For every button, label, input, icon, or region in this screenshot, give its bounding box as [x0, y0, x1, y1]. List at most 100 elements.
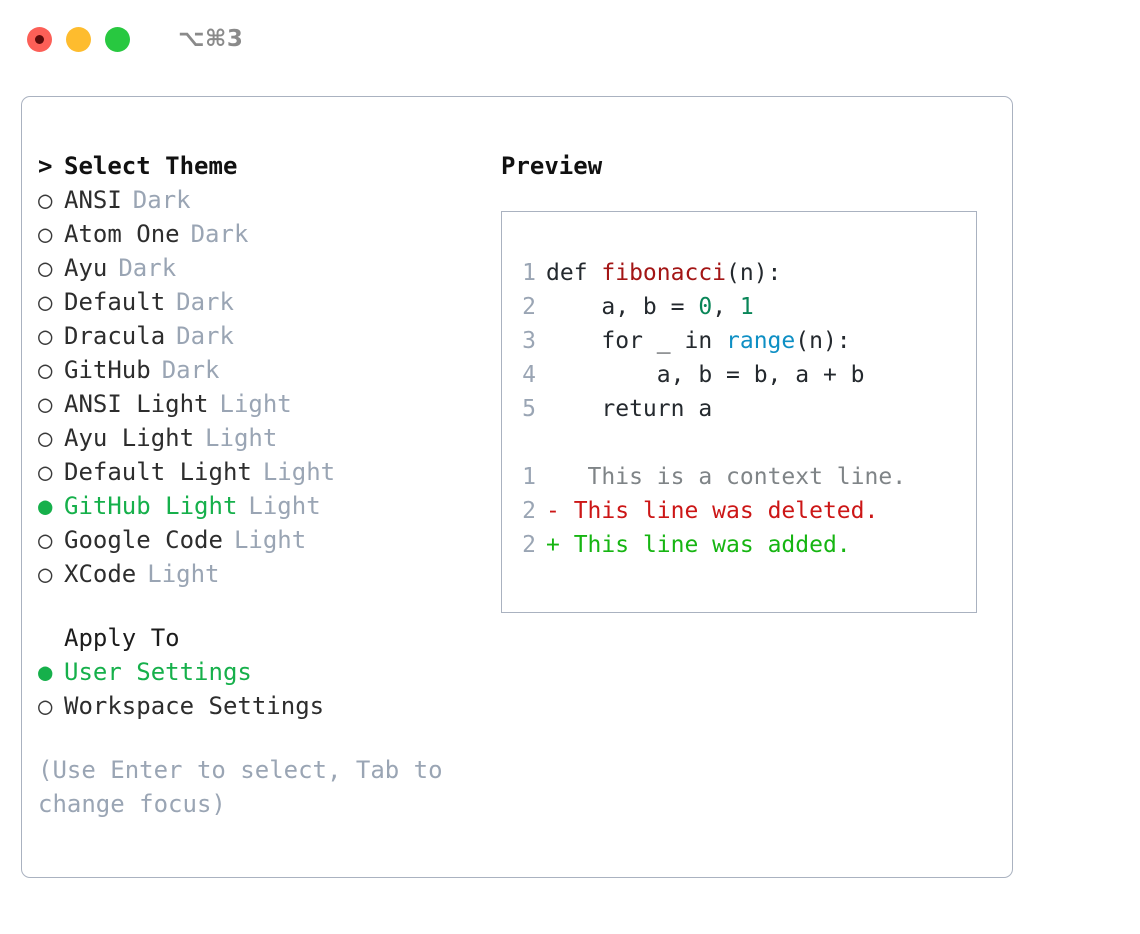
theme-item-tag: Dark — [118, 254, 177, 282]
radio-unselected-icon: ○ — [38, 526, 53, 554]
code-token: a, b = b, a + b — [546, 362, 865, 388]
code-line-text: a, b = 0, 1 — [546, 290, 754, 324]
theme-item-tag: Dark — [132, 186, 191, 214]
radio-unselected-icon: ○ — [38, 692, 53, 720]
select-theme-heading-label: Select Theme — [64, 152, 238, 180]
theme-item-tag: Dark — [161, 356, 220, 384]
apply-to-item-user-settings[interactable]: ● User Settings — [38, 655, 488, 689]
theme-item-label: Ayu Light — [64, 424, 195, 452]
theme-item-tag: Light — [219, 390, 292, 418]
theme-item-default-light[interactable]: ○ Default Light Light — [38, 455, 488, 489]
code-token: 0 — [698, 294, 713, 320]
theme-item-label: GitHub Light — [64, 492, 238, 520]
diff-line: 2- This line was deleted. — [502, 494, 976, 528]
code-token: def — [546, 260, 602, 286]
theme-item-tag: Light — [205, 424, 278, 452]
theme-item-tag: Dark — [190, 220, 249, 248]
code-diff-separator — [502, 426, 976, 460]
theme-item-github-light[interactable]: ● GitHub Light Light — [38, 489, 488, 523]
theme-item-label: Atom One — [64, 220, 180, 248]
radio-unselected-icon: ○ — [38, 186, 53, 214]
code-line: 4 a, b = b, a + b — [502, 358, 976, 392]
diff-line-number: 1 — [522, 464, 536, 490]
code-line: 5 return a — [502, 392, 976, 426]
diff-line-text: This line was added. — [559, 532, 851, 558]
code-token: for _ in — [546, 328, 727, 354]
diff-line-text: This is a context line. — [559, 464, 907, 490]
theme-item-tag: Dark — [176, 322, 234, 350]
diff-marker — [546, 460, 560, 494]
select-theme-heading: > Select Theme — [38, 149, 488, 183]
code-token: (n): — [795, 328, 851, 354]
code-line-number: 2 — [522, 294, 536, 320]
radio-unselected-icon: ○ — [38, 560, 53, 588]
apply-to-heading-label: Apply To — [64, 624, 180, 652]
code-token: return a — [546, 396, 713, 422]
theme-item-tag: Dark — [176, 288, 234, 316]
theme-item-github[interactable]: ○ GitHub Dark — [38, 353, 488, 387]
diff-line: 1 This is a context line. — [502, 460, 976, 494]
radio-unselected-icon: ○ — [38, 458, 53, 486]
window-controls — [27, 26, 130, 52]
radio-unselected-icon: ○ — [38, 220, 53, 248]
keyboard-shortcut-label: ⌥⌘3 — [178, 26, 244, 52]
prompt-caret-icon: > — [38, 152, 53, 180]
radio-selected-icon: ● — [38, 658, 53, 686]
code-token: 1 — [739, 294, 754, 320]
code-line-number: 4 — [522, 362, 536, 388]
code-line: 2 a, b = 0, 1 — [502, 290, 976, 324]
code-token: fibonacci — [601, 260, 727, 286]
code-line-text: a, b = b, a + b — [546, 358, 865, 392]
keyboard-hint-text: (Use Enter to select, Tab to change focu… — [38, 756, 443, 818]
radio-unselected-icon: ○ — [38, 254, 53, 282]
radio-unselected-icon: ○ — [38, 390, 53, 418]
theme-item-label: Default Light — [64, 458, 252, 486]
code-line-text: def fibonacci(n): — [546, 256, 781, 290]
code-token: a, b = — [546, 294, 699, 320]
section-spacer — [38, 591, 488, 621]
apply-to-item-label: User Settings — [64, 658, 252, 686]
theme-item-label: Google Code — [64, 526, 223, 554]
apply-to-bullet-placeholder: ○ — [38, 621, 64, 655]
code-token: range — [726, 328, 796, 354]
close-button[interactable] — [27, 26, 52, 52]
apply-to-list: ● User Settings ○Workspace Settings — [38, 655, 488, 723]
zoom-button[interactable] — [105, 26, 130, 52]
theme-item-tag: Light — [147, 560, 220, 588]
code-token: , — [712, 294, 740, 320]
titlebar: ⌥⌘3 — [0, 0, 1140, 78]
theme-item-label: GitHub — [64, 356, 151, 384]
code-line: 3 for _ in range(n): — [502, 324, 976, 358]
theme-item-tag: Light — [248, 492, 321, 520]
radio-unselected-icon: ○ — [38, 424, 53, 452]
minimize-button[interactable] — [66, 26, 91, 52]
code-line-text: for _ in range(n): — [546, 324, 851, 358]
code-token: (n): — [726, 260, 782, 286]
preview-title: Preview — [501, 152, 603, 180]
diff-marker: + — [546, 532, 560, 558]
theme-item-tag: Light — [262, 458, 336, 486]
diff-line-number: 2 — [522, 498, 536, 524]
radio-unselected-icon: ○ — [38, 288, 53, 316]
theme-item-atom-one[interactable]: ○ Atom One Dark — [38, 217, 488, 251]
radio-unselected-icon: ○ — [38, 322, 53, 350]
apply-to-item-workspace-settings[interactable]: ○Workspace Settings — [38, 689, 488, 723]
code-line-number: 3 — [522, 328, 536, 354]
theme-item-ayu-light[interactable]: ○ Ayu Light Light — [38, 421, 488, 455]
radio-unselected-icon: ○ — [38, 356, 53, 384]
radio-selected-icon: ● — [38, 492, 53, 520]
